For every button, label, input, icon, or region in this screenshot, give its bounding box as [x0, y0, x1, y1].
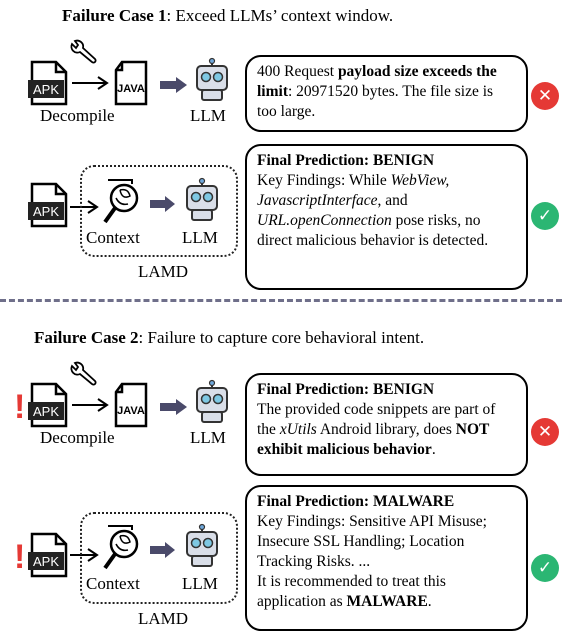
svg-text:APK: APK — [33, 554, 59, 569]
thick-arrow-icon — [150, 542, 175, 558]
lamd-group — [80, 512, 238, 604]
apk-file-icon: APK — [28, 60, 68, 106]
lamd-caption: LAMD — [138, 609, 189, 628]
robot-icon — [186, 523, 218, 567]
arrow-icon — [72, 76, 109, 90]
arrow-icon — [72, 398, 109, 412]
svg-text:APK: APK — [33, 404, 59, 419]
arrow-icon — [70, 200, 99, 214]
alert-icon: ! — [14, 538, 26, 576]
llm-caption: LLM — [190, 428, 226, 447]
svg-text:JAVA: JAVA — [117, 405, 145, 417]
llm-caption: LLM — [190, 106, 226, 125]
robot-icon — [196, 379, 228, 423]
thick-arrow-icon — [150, 196, 175, 212]
java-file-icon: JAVA — [114, 60, 148, 106]
java-label: JAVA — [117, 83, 145, 95]
case2-title: Failure Case 2: Failure to capture core … — [34, 328, 425, 347]
thick-arrow-icon — [160, 77, 187, 93]
thick-arrow-icon — [160, 399, 187, 415]
apk-file-icon: APK — [28, 532, 68, 578]
apk-file-icon: APK — [28, 382, 68, 428]
llm-caption: LLM — [182, 228, 218, 247]
wrench-icon — [70, 39, 97, 64]
prediction-box: Final Prediction: BENIGN Key Findings: W… — [245, 144, 528, 290]
llm-caption: LLM — [182, 574, 218, 593]
lamd-group — [80, 165, 238, 257]
context-search-icon — [103, 179, 139, 224]
section-divider — [0, 299, 562, 302]
svg-text:APK: APK — [33, 204, 59, 219]
case1-title: Failure Case 1: Exceed LLMs’ context win… — [62, 6, 394, 25]
apk-file-icon: APK — [28, 182, 68, 228]
wrench-icon — [70, 361, 97, 386]
context-search-icon — [103, 525, 139, 570]
context-caption: Context — [86, 228, 140, 247]
decompile-caption: Decompile — [40, 428, 115, 447]
pass-icon: ✓ — [531, 554, 559, 582]
java-file-icon: JAVA — [114, 382, 148, 428]
robot-icon — [186, 177, 218, 221]
prediction-box: Final Prediction: MALWARE Key Findings: … — [245, 485, 528, 631]
decompile-caption: Decompile — [40, 106, 115, 125]
apk-label: APK — [33, 82, 59, 97]
alert-icon: ! — [14, 388, 26, 426]
robot-icon — [196, 57, 228, 101]
error-message-box: 400 Request payload size exceeds the lim… — [245, 55, 528, 132]
lamd-caption: LAMD — [138, 262, 189, 281]
arrow-icon — [70, 548, 99, 562]
fail-icon: ✕ — [531, 82, 559, 110]
prediction-box: Final Prediction: BENIGN The provided co… — [245, 373, 528, 476]
pass-icon: ✓ — [531, 202, 559, 230]
fail-icon: ✕ — [531, 418, 559, 446]
context-caption: Context — [86, 574, 140, 593]
